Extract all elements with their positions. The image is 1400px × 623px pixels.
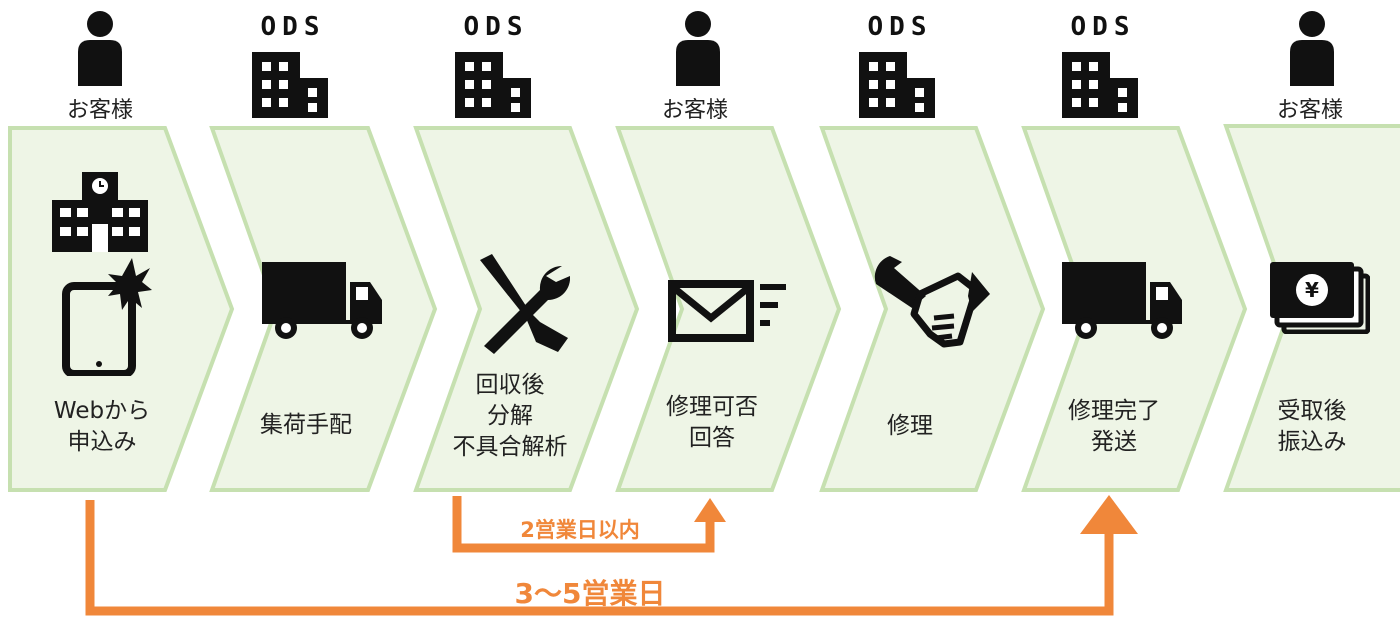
ods-logo: ODS	[1070, 12, 1136, 42]
truck-icon	[262, 262, 382, 339]
actor-col-5: ODS	[800, 0, 1000, 120]
long-arrow-head	[1080, 495, 1138, 534]
wrench-hand-icon	[874, 256, 990, 348]
person-icon	[1290, 11, 1334, 86]
short-duration-arrow	[452, 496, 715, 553]
actor-label: お客様	[1276, 98, 1343, 123]
step-label-2: 集荷手配	[260, 412, 352, 438]
building-icon	[1062, 52, 1138, 118]
ods-logo: ODS	[260, 12, 326, 42]
actor-label: お客様	[661, 98, 728, 123]
step-label-4: 修理可否 回答	[666, 394, 758, 451]
actor-col-7: お客様	[1200, 0, 1400, 123]
tablet-alert-icon	[62, 258, 152, 376]
actor-col-2: ODS	[193, 0, 393, 120]
person-icon	[676, 11, 720, 86]
tools-icon	[480, 254, 570, 354]
long-duration-label: 3〜5営業日	[514, 577, 666, 610]
chevron-step-4	[615, 126, 842, 492]
step-label-7: 受取後 振込み	[1277, 398, 1347, 455]
building-icon	[252, 52, 328, 118]
yen-bills-icon: ¥	[1270, 262, 1370, 334]
truck-icon	[1062, 262, 1182, 339]
long-duration-arrow	[85, 500, 1114, 616]
svg-text:¥: ¥	[1305, 278, 1319, 302]
building-icon	[455, 52, 531, 118]
step-label-5: 修理	[887, 413, 933, 439]
short-duration-label: 2営業日以内	[520, 518, 640, 542]
short-arrow-head	[694, 498, 726, 522]
chevron-step-5	[819, 126, 1046, 492]
mail-icon	[668, 280, 786, 342]
step-label-6: 修理完了 発送	[1068, 398, 1160, 455]
actor-col-6: ODS	[1003, 0, 1203, 120]
school-icon	[52, 172, 148, 252]
building-icon	[859, 52, 935, 118]
actor-col-1: お客様	[0, 0, 200, 123]
actor-label: お客様	[66, 98, 133, 123]
actor-col-3: ODS	[396, 0, 596, 120]
step-label-3: 回収後 分解 不具合解析	[452, 372, 568, 460]
ods-logo: ODS	[867, 12, 933, 42]
actor-col-4: お客様	[595, 0, 795, 123]
step-label-1: Webから 申込み	[53, 398, 151, 455]
ods-logo: ODS	[463, 12, 529, 42]
person-icon	[78, 11, 122, 86]
